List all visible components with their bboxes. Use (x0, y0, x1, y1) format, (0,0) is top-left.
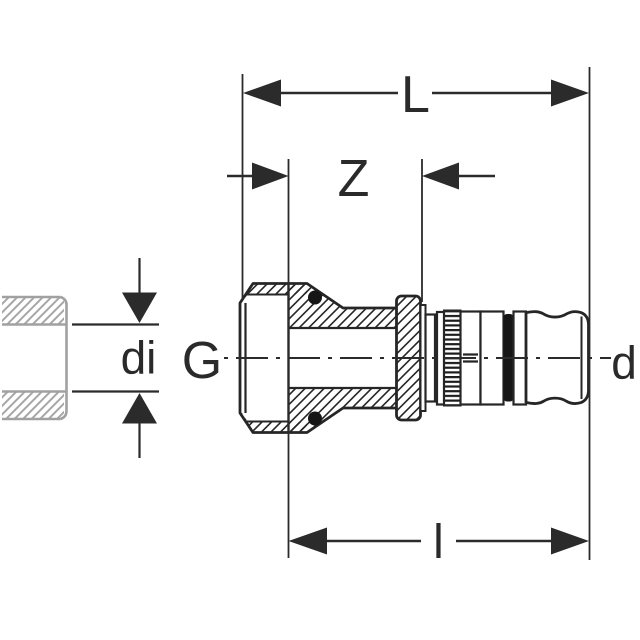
label-d: d (611, 337, 637, 389)
di-arrow-up (122, 393, 157, 424)
body-hatch-top (288, 284, 397, 328)
l-arrow-left (288, 527, 327, 555)
L-arrow-right (551, 79, 589, 107)
body-hatch-bottom (288, 388, 397, 432)
dimension-l: l (288, 516, 589, 569)
dimension-di: di (72, 258, 159, 458)
label-Z: Z (338, 150, 370, 208)
di-arrow-down (122, 292, 157, 323)
pipe-wall-top (2, 297, 64, 325)
l-arrow-right (551, 527, 589, 555)
label-di: di (121, 332, 157, 384)
dimension-Z: Z (227, 150, 495, 208)
bore-lines (288, 326, 397, 390)
label-L: L (401, 66, 430, 124)
split-sleeve-marks (463, 353, 478, 363)
pipe-wall-bottom (2, 391, 64, 419)
Z-arrow-right (422, 162, 459, 190)
o-ring-dot-bottom (308, 411, 322, 426)
extension-lines (241, 67, 591, 560)
pipe-end-face (60, 295, 68, 421)
pipe-cross-section (2, 295, 68, 421)
pipe-outline (2, 295, 67, 421)
o-ring-dot-top (308, 290, 322, 305)
Z-arrow-left (252, 162, 289, 190)
nut-band-lines (246, 293, 289, 423)
label-l: l (433, 516, 444, 569)
L-arrow-left (243, 79, 281, 107)
press-ring-b (435, 310, 446, 406)
dimension-L: L (243, 66, 589, 124)
label-G: G (182, 332, 222, 390)
